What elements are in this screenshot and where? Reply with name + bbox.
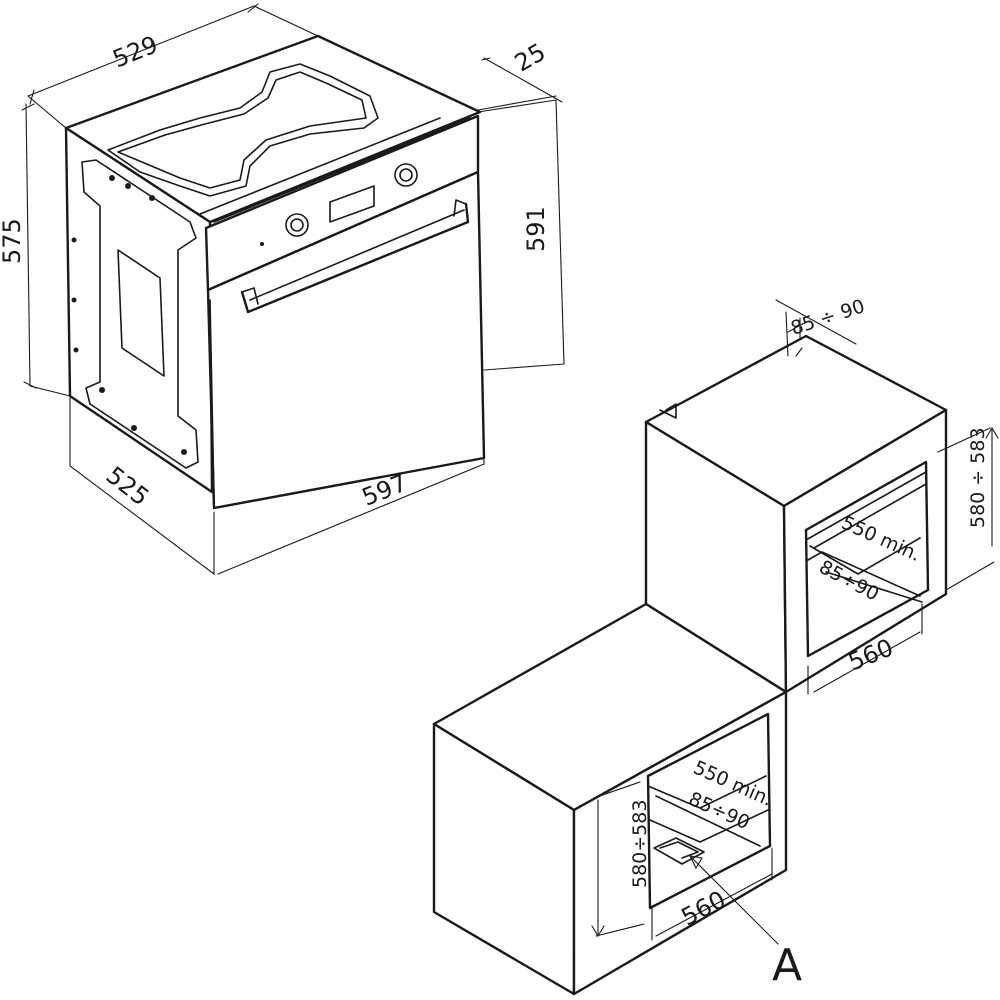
oven-handle xyxy=(240,202,470,314)
lower-cabinet-cutout xyxy=(653,837,705,865)
dim-line-529 xyxy=(27,3,259,105)
oven-top-reinforcement-inner xyxy=(117,71,367,189)
dim-label-575: 575 xyxy=(0,218,26,264)
dim-line-591 xyxy=(477,99,565,371)
dim-line-vent xyxy=(775,299,857,357)
oven-top-reinforcement xyxy=(107,63,379,197)
oven-top-rail xyxy=(199,117,471,223)
oven-display xyxy=(329,185,375,223)
dim-line-597 xyxy=(217,455,485,575)
oven-side-window xyxy=(117,249,165,377)
dim-label-591: 591 xyxy=(522,206,550,252)
lower-cabinet-niche xyxy=(646,712,772,910)
dim-line-lower-height xyxy=(593,781,645,937)
oven-left-knob xyxy=(285,213,309,237)
dim-label-lower-height: 580÷583 xyxy=(629,800,651,888)
dim-line-upper-width xyxy=(807,603,923,695)
oven-side-screws xyxy=(71,175,187,455)
dim-label-529: 529 xyxy=(109,30,162,73)
dim-label-vent: 85 ÷ 90 xyxy=(788,295,867,340)
dim-line-lower-width xyxy=(651,847,773,941)
dim-line-25 xyxy=(477,57,563,111)
oven-drawing: 529 25 575 591 525 597 xyxy=(0,3,565,576)
dim-label-525: 525 xyxy=(101,461,154,511)
dim-label-25: 25 xyxy=(510,38,550,78)
upper-cabinet-drawing: 85 ÷ 90 580 ÷ 583 550 min. 85÷90 560 xyxy=(644,295,999,695)
dim-label-upper-height: 580 ÷ 583 xyxy=(967,427,989,528)
lower-cabinet-drawing: 580÷583 550 min. 85÷90 560 A xyxy=(432,602,802,996)
callout-label: A xyxy=(772,940,802,991)
oven-right-knob xyxy=(394,163,418,187)
dim-line-525 xyxy=(69,397,215,576)
dim-line-upper-height xyxy=(937,427,995,591)
oven-side-panel xyxy=(64,126,214,494)
oven-side-bracket xyxy=(81,159,199,469)
upper-cabinet-niche xyxy=(804,460,930,658)
callout-leader xyxy=(689,855,779,945)
